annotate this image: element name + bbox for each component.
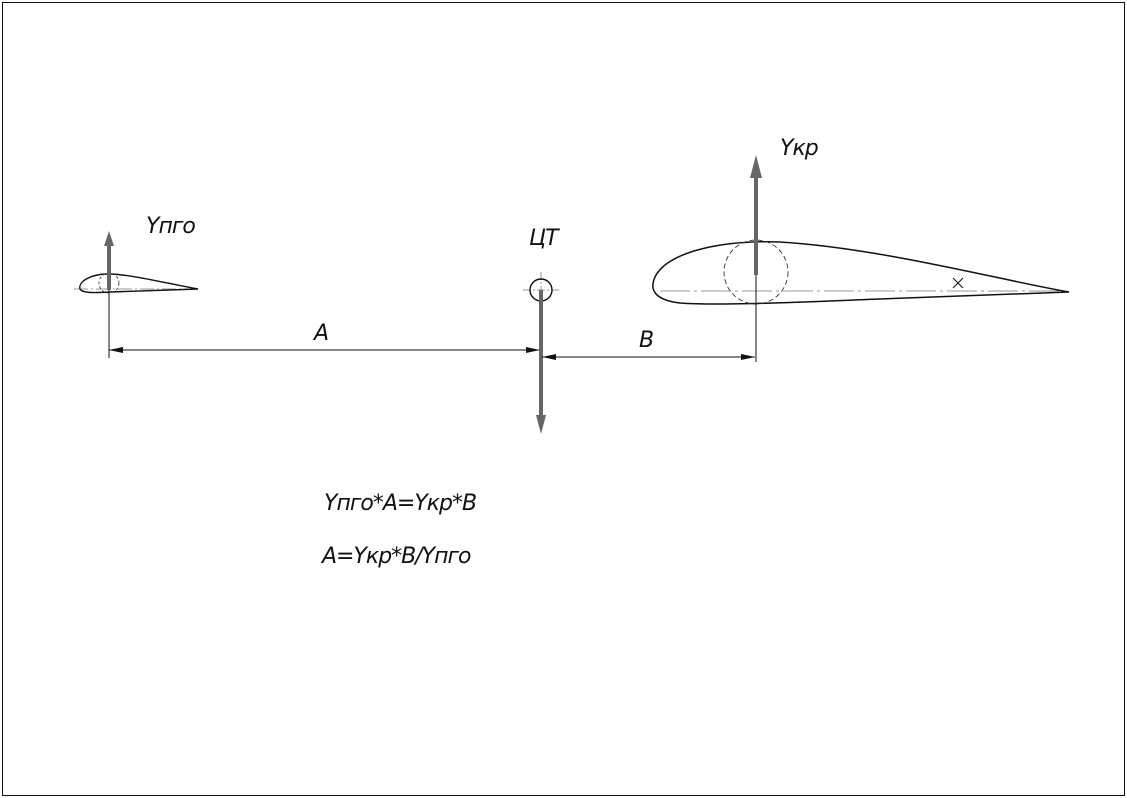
wing-lift-label: Yкр xyxy=(780,136,818,161)
cross-mark-icon xyxy=(952,277,964,289)
dimension-label-a: A xyxy=(312,321,328,346)
tail-lift-label: Yпго xyxy=(146,214,195,239)
tail-airfoil-outline xyxy=(79,273,199,294)
tail-airfoil xyxy=(74,272,200,294)
wing-airfoil-outline xyxy=(652,241,1070,305)
formula-solution: A=Yкр*B/Yпго xyxy=(320,544,471,569)
wing-airfoil xyxy=(652,239,1070,362)
formula-balance: Yпго*A=Yкр*B xyxy=(324,491,476,516)
tail-lift-arrowhead xyxy=(104,231,114,246)
wing-lift-arrowhead xyxy=(750,155,762,178)
dimension-label-b: B xyxy=(639,328,653,353)
weight-arrowhead xyxy=(536,415,546,434)
cg-label: ЦТ xyxy=(529,226,560,251)
